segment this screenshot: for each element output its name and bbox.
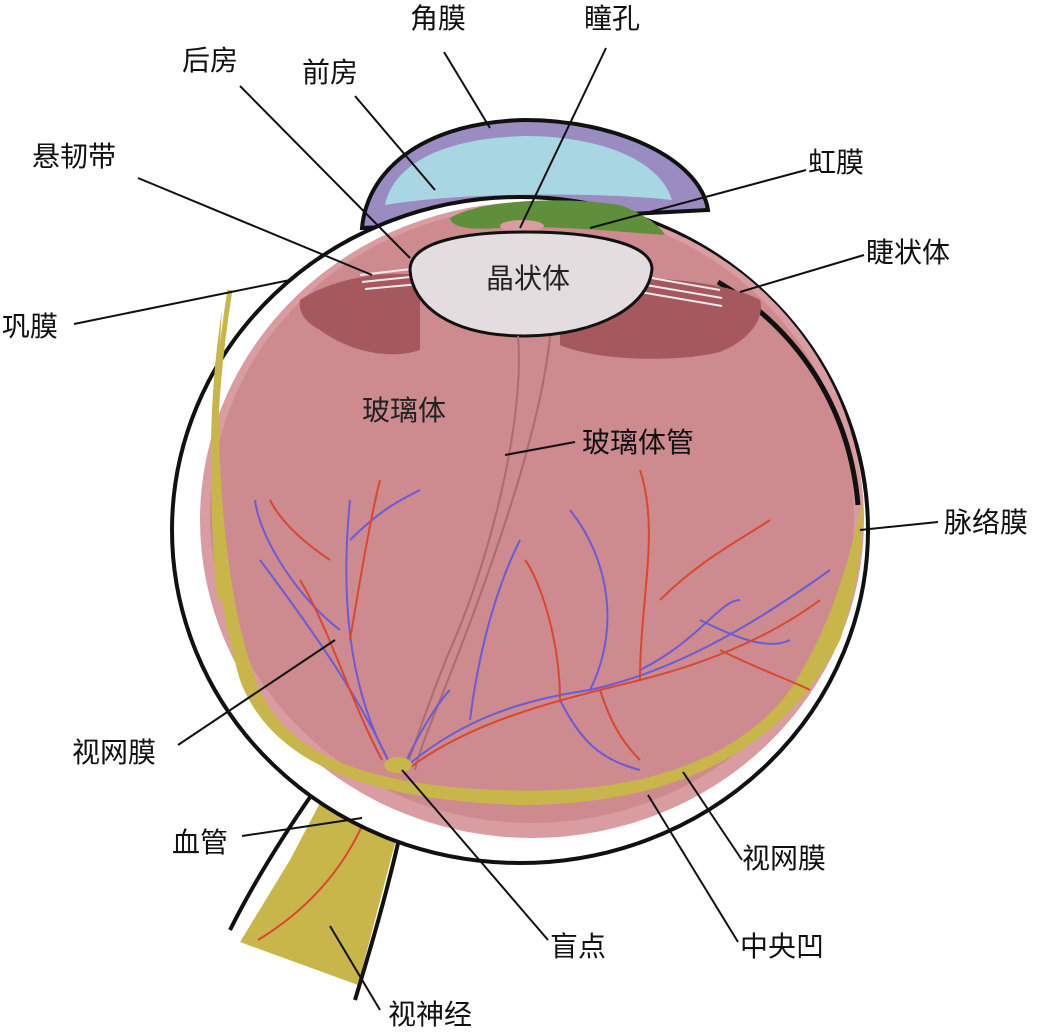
leader-blood-vessel <box>241 817 363 837</box>
label-choroid: 脉络膜 <box>944 506 1028 539</box>
leader-iris <box>589 169 807 229</box>
leader-optic-nerve <box>329 925 381 1011</box>
label-retina-right: 视网膜 <box>742 842 826 875</box>
optic-nerve-outline-left <box>228 788 317 931</box>
label-ciliary-body: 睫状体 <box>866 236 950 269</box>
leader-choroid <box>859 521 939 531</box>
leader-suspensory-ligament <box>137 177 373 276</box>
label-pupil: 瞳孔 <box>584 2 640 35</box>
leader-sclera <box>73 279 291 325</box>
label-anterior-chamber: 前房 <box>302 56 358 89</box>
label-cornea: 角膜 <box>410 2 466 35</box>
label-sclera: 巩膜 <box>2 310 58 343</box>
blind-spot-disc <box>384 757 412 773</box>
label-blind-spot: 盲点 <box>550 930 606 963</box>
label-iris: 虹膜 <box>808 146 864 179</box>
label-suspensory-ligament: 悬韧带 <box>32 140 116 173</box>
leader-anterior-chamber <box>354 95 436 191</box>
label-fovea: 中央凹 <box>740 930 824 963</box>
label-posterior-chamber: 后房 <box>182 44 238 77</box>
leader-ciliary-body <box>739 254 865 293</box>
lens <box>408 230 654 338</box>
choroid-left-line <box>211 289 233 601</box>
hyaloid-canal-2 <box>414 335 551 771</box>
leader-blind-spot <box>401 769 549 941</box>
leader-posterior-chamber <box>239 85 411 259</box>
retinal-arteries <box>269 469 821 773</box>
leader-lines <box>73 47 939 1011</box>
label-retina-left: 视网膜 <box>72 736 156 769</box>
retinal-veins <box>254 489 831 771</box>
leader-hyaloid-canal <box>504 441 576 456</box>
vitreous-body-inner <box>210 207 854 823</box>
label-blood-vessel: 血管 <box>172 826 228 859</box>
ciliary-body-left <box>299 273 420 355</box>
label-lens: 晶状体 <box>486 262 570 295</box>
label-optic-nerve: 视神经 <box>388 998 472 1031</box>
leader-cornea <box>443 51 491 129</box>
optic-nerve-outline-right <box>353 834 402 1001</box>
leader-fovea <box>647 794 739 943</box>
leader-retina-left <box>177 639 336 746</box>
leader-retina-right <box>682 771 743 861</box>
label-vitreous-body: 玻璃体 <box>362 394 446 427</box>
anterior-chamber-fill <box>385 136 672 205</box>
leader-pupil <box>519 47 607 229</box>
label-hyaloid-canal: 玻璃体管 <box>582 426 694 459</box>
